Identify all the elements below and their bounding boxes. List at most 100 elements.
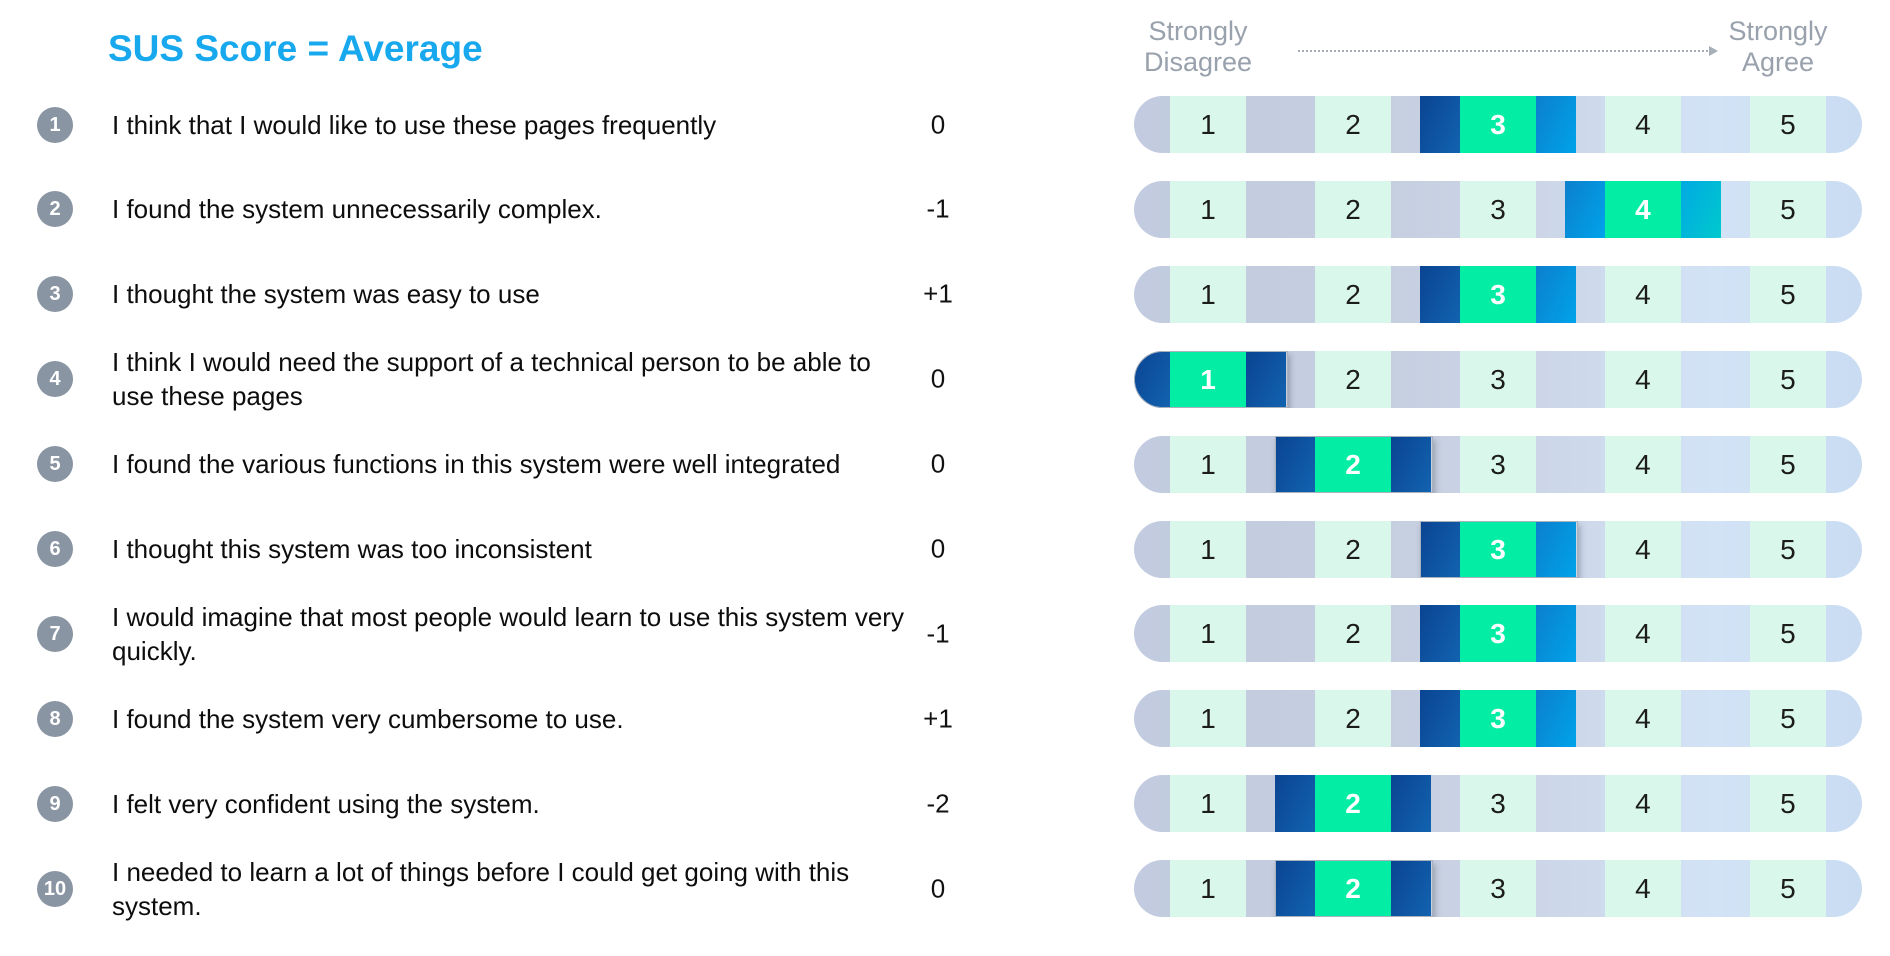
- scale-cell[interactable]: 2: [1315, 265, 1392, 323]
- scale-cell[interactable]: 5: [1749, 605, 1826, 663]
- question-text: I needed to learn a lot of things before…: [112, 856, 850, 921]
- scale-cell[interactable]: 2: [1315, 605, 1392, 663]
- score-value: 0: [930, 873, 946, 904]
- question-text: I found the system unnecessarily complex…: [112, 194, 602, 225]
- question-number-badge: 3: [37, 276, 73, 313]
- selection-flank-left: [1274, 775, 1315, 833]
- scale-pill[interactable]: 1 2 3 4 5: [1134, 860, 1862, 918]
- scale-pill[interactable]: 1 2 3 4 5: [1134, 690, 1862, 748]
- scale-pill[interactable]: 1 2 3 4 5: [1134, 605, 1862, 663]
- scale-cell-selected[interactable]: 1: [1170, 350, 1247, 408]
- question-row: 4 I think I would need the support of a …: [0, 347, 1890, 411]
- question-text: I felt very confident using the system.: [112, 788, 540, 819]
- scale-cell-selected[interactable]: 2: [1315, 775, 1392, 833]
- question-row: 8 I found the system very cumbersome to …: [0, 690, 1890, 748]
- scale-cell[interactable]: 4: [1604, 265, 1681, 323]
- selection-flank-left: [1419, 265, 1460, 323]
- scale-cell[interactable]: 4: [1604, 350, 1681, 408]
- question-text: I found the various functions in this sy…: [112, 449, 841, 480]
- selection-flank-right: [1536, 520, 1577, 578]
- question-number-badge: 10: [37, 870, 73, 907]
- scale-cell-selected[interactable]: 3: [1459, 265, 1536, 323]
- selection-flank-left: [1274, 435, 1315, 493]
- scale-cell[interactable]: 1: [1170, 265, 1247, 323]
- scale-cell[interactable]: 1: [1170, 520, 1247, 578]
- scale-cell-selected[interactable]: 3: [1459, 690, 1536, 748]
- scale-cell[interactable]: 1: [1170, 96, 1247, 153]
- scale-pill[interactable]: 1 2 3 4 5: [1134, 180, 1862, 238]
- scale-cell[interactable]: 2: [1315, 350, 1392, 408]
- scale-cell[interactable]: 1: [1170, 605, 1247, 663]
- scale-cell[interactable]: 5: [1749, 350, 1826, 408]
- scale-pill[interactable]: 1 2 3 4 5: [1134, 96, 1862, 153]
- score-value: 0: [930, 448, 946, 479]
- scale-cell-selected[interactable]: 3: [1459, 605, 1536, 663]
- scale-cell[interactable]: 3: [1459, 775, 1536, 833]
- scale-cell[interactable]: 2: [1315, 180, 1392, 238]
- scale-cell[interactable]: 4: [1604, 775, 1681, 833]
- question-text: I think I would need the support of a te…: [112, 347, 871, 412]
- scale-cell[interactable]: 1: [1170, 860, 1247, 918]
- question-text: I think that I would like to use these p…: [112, 109, 717, 140]
- scale-cell[interactable]: 1: [1170, 435, 1247, 493]
- score-value: -1: [926, 193, 950, 224]
- scale-cell[interactable]: 2: [1315, 520, 1392, 578]
- scale-cell[interactable]: 3: [1459, 350, 1536, 408]
- scale-pill[interactable]: 1 2 3 4 5: [1134, 775, 1862, 833]
- scale-cell-selected[interactable]: 2: [1315, 860, 1392, 918]
- scale-cell[interactable]: 1: [1170, 180, 1247, 238]
- question-row: 6 I thought this system was too inconsis…: [0, 520, 1890, 578]
- question-row: 10 I needed to learn a lot of things bef…: [0, 857, 1890, 921]
- scale-cell[interactable]: 3: [1459, 435, 1536, 493]
- scale-cell[interactable]: 4: [1604, 690, 1681, 748]
- scale-cell[interactable]: 5: [1749, 690, 1826, 748]
- question-number-badge: 6: [37, 531, 73, 567]
- scale-cell[interactable]: 1: [1170, 690, 1247, 748]
- scale-cell-selected[interactable]: 3: [1459, 96, 1536, 153]
- question-text: I thought the system was easy to use: [112, 279, 540, 310]
- question-row: 5 I found the various functions in this …: [0, 435, 1890, 493]
- scale-pill[interactable]: 1 2 3 4 5: [1134, 435, 1862, 493]
- scale-cell[interactable]: 4: [1604, 435, 1681, 493]
- selection-flank-right: [1391, 435, 1432, 493]
- question-number-badge: 9: [37, 785, 73, 822]
- score-value: +1: [923, 278, 953, 309]
- scale-cell[interactable]: 4: [1604, 96, 1681, 153]
- scale-cell[interactable]: 3: [1459, 180, 1536, 238]
- scale-cell[interactable]: 4: [1604, 605, 1681, 663]
- scale-cell-selected[interactable]: 3: [1459, 520, 1536, 578]
- scale-cell[interactable]: 4: [1604, 860, 1681, 918]
- scale-direction-arrow: [1298, 46, 1718, 56]
- scale-cell[interactable]: 5: [1749, 180, 1826, 238]
- scale-cell[interactable]: 5: [1749, 96, 1826, 153]
- scale-pill[interactable]: 1 2 3 4 5: [1134, 350, 1862, 408]
- score-value: 0: [930, 109, 946, 139]
- score-value: +1: [923, 703, 953, 734]
- selection-flank-right: [1391, 860, 1432, 918]
- selection-outline: [1134, 350, 1289, 408]
- scale-cell[interactable]: 5: [1749, 860, 1826, 918]
- scale-pill[interactable]: 1 2 3 4 5: [1134, 265, 1862, 323]
- scale-cell[interactable]: 2: [1315, 690, 1392, 748]
- scale-cell-selected[interactable]: 4: [1604, 180, 1681, 238]
- scale-cell[interactable]: 5: [1749, 265, 1826, 323]
- question-number-badge: 8: [37, 700, 73, 737]
- score-value: 0: [930, 363, 946, 394]
- scale-cell-selected[interactable]: 2: [1315, 435, 1392, 493]
- scale-cell[interactable]: 1: [1170, 775, 1247, 833]
- selection-flank-right: [1536, 690, 1577, 748]
- scale-cell[interactable]: 2: [1315, 96, 1392, 153]
- scale-cell[interactable]: 5: [1749, 520, 1826, 578]
- question-row: 2 I found the system unnecessarily compl…: [0, 180, 1890, 238]
- scale-pill[interactable]: 1 2 3 4 5: [1134, 520, 1862, 578]
- selection-flank-right: [1536, 605, 1577, 663]
- scale-cell[interactable]: 4: [1604, 520, 1681, 578]
- selection-flank-left: [1419, 605, 1460, 663]
- scale-cell[interactable]: 3: [1459, 860, 1536, 918]
- question-number-badge: 2: [37, 191, 73, 228]
- scale-cell[interactable]: 5: [1749, 775, 1826, 833]
- scale-cell[interactable]: 5: [1749, 435, 1826, 493]
- selection-flank-left: [1419, 690, 1460, 748]
- selection-flank-right: [1680, 180, 1721, 238]
